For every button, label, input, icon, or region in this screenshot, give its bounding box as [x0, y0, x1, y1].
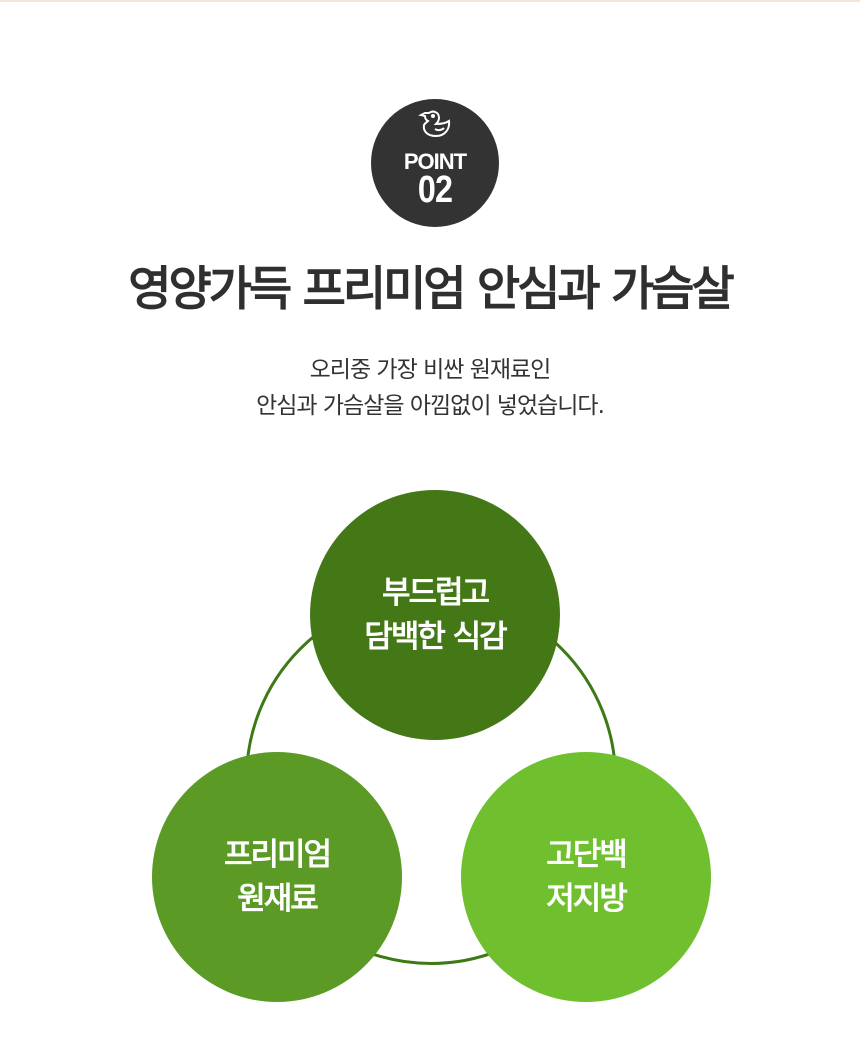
page-title: 영양가득 프리미엄 안심과 가슴살 [128, 262, 734, 317]
feature-text: 담백한 식감 [364, 619, 507, 655]
feature-text: 부드럽고 [381, 575, 490, 611]
badge-number: 02 [417, 169, 453, 211]
point-badge: POINT 02 [371, 99, 499, 227]
feature-circle-premium: 프리미엄 원재료 [152, 752, 402, 1002]
top-divider [0, 0, 860, 2]
feature-circle-protein: 고단백 저지방 [461, 752, 711, 1002]
feature-text: 프리미엄 [223, 837, 332, 873]
feature-text: 원재료 [237, 881, 319, 917]
duck-icon [418, 110, 451, 138]
feature-circle-texture: 부드럽고 담백한 식감 [310, 490, 560, 740]
feature-text: 고단백 [546, 837, 628, 873]
subtitle-line: 안심과 가슴살을 아낌없이 넣었습니다. [256, 393, 605, 419]
feature-text: 저지방 [546, 881, 628, 917]
subtitle: 오리중 가장 비싼 원재료인 안심과 가슴살을 아낌없이 넣었습니다. [0, 352, 860, 424]
subtitle-line: 오리중 가장 비싼 원재료인 [309, 357, 552, 383]
badge-label: POINT [403, 149, 467, 174]
